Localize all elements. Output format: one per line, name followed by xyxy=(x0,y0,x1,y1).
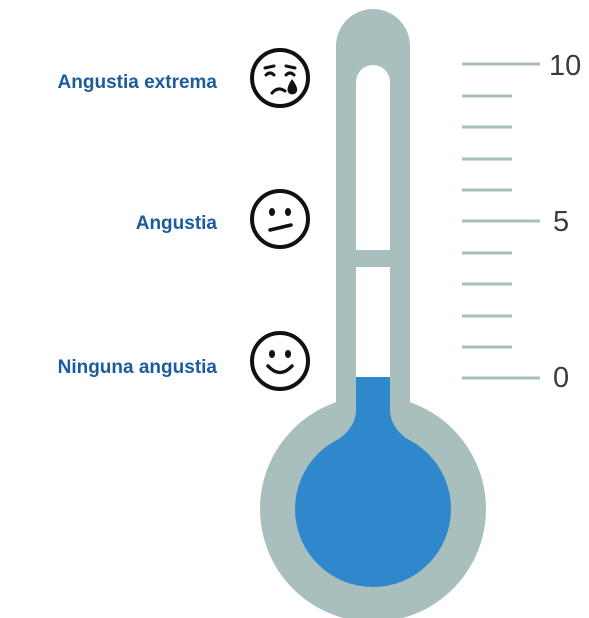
scale-label-min: 0 xyxy=(553,362,570,394)
level-label-none: Ninguna angustia xyxy=(57,357,217,378)
tube-shadow xyxy=(356,250,390,267)
uneasy-face-icon xyxy=(250,189,310,249)
scale-ticks xyxy=(462,62,540,380)
thermometer-tube xyxy=(356,65,390,390)
level-label-mid: Angustia xyxy=(135,213,217,234)
mercury-neck xyxy=(330,410,416,445)
smiling-face-icon xyxy=(250,331,310,391)
scale-label-mid: 5 xyxy=(553,206,570,238)
crying-face-icon xyxy=(250,48,310,108)
mercury-bulb xyxy=(295,431,451,587)
mercury-column xyxy=(356,377,390,420)
level-label-extreme: Angustia extrema xyxy=(57,72,217,93)
scale-label-max: 10 xyxy=(549,50,582,82)
